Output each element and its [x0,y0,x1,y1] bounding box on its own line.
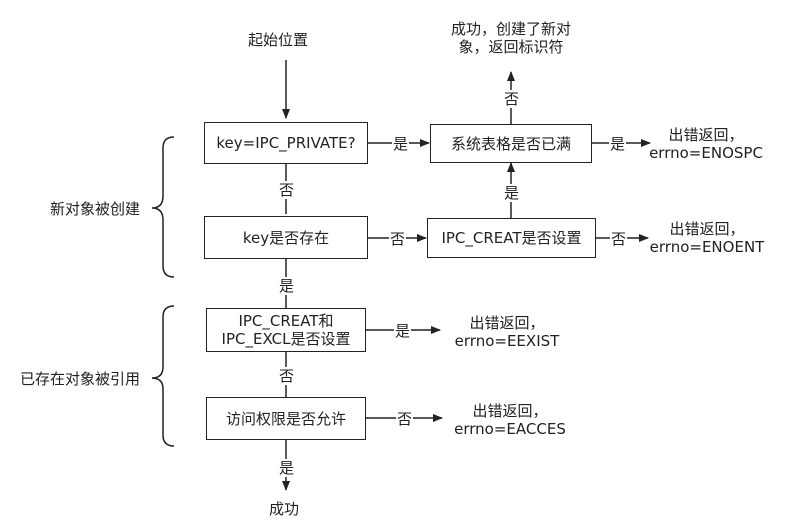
result-enoent-line2: errno=ENOENT [649,238,765,256]
box-ipc-creat-text: IPC_CREAT是否设置 [441,229,582,247]
result-enospc: 出错返回， errno=ENOSPC [646,126,766,162]
result-enoent-line1: 出错返回， [669,220,745,238]
result-enospc-line2: errno=ENOSPC [649,144,763,162]
result-created: 成功，创建了新对 象，返回标识符 [432,20,590,56]
edge-label-key-private-no: 否 [278,181,296,199]
edge-label-key-exists-yes: 是 [278,277,296,295]
result-eexist: 出错返回， errno=EEXIST [448,314,566,350]
edge-label-ipc-creat-no: 否 [610,230,628,248]
result-eacces-line1: 出错返回， [472,402,548,420]
edge-label-table-full-yes: 是 [609,135,627,153]
edge-label-key-private-yes: 是 [392,135,410,153]
box-ipc-creat: IPC_CREAT是否设置 [427,218,596,258]
box-access: 访问权限是否允许 [206,397,366,440]
brace-reference [151,305,175,447]
start-label: 起始位置 [248,31,309,49]
edge-label-key-exists-no: 否 [389,230,407,248]
box-table-full-text: 系统表格是否已满 [450,134,571,153]
brace-label-create: 新对象被创建 [50,200,141,218]
box-table-full: 系统表格是否已满 [430,124,592,163]
end-label: 成功 [269,500,300,518]
result-eexist-line1: 出错返回， [469,314,545,332]
result-eacces: 出错返回， errno=EACCES [449,402,571,438]
result-enoent: 出错返回， errno=ENOENT [645,220,769,256]
box-key-exists: key是否存在 [204,216,368,259]
result-eexist-line2: errno=EEXIST [454,332,560,350]
edge-label-creat-excl-yes: 是 [394,322,412,340]
result-eacces-line2: errno=EACCES [454,420,566,438]
box-key-private-text: key=IPC_PRIVATE? [216,134,356,152]
box-access-text: 访问权限是否允许 [225,409,346,428]
edge-label-access-no: 否 [396,410,414,428]
edge-label-access-yes: 是 [278,459,296,477]
brace-create [151,136,175,278]
edge-label-creat-excl-no: 否 [278,367,296,385]
edge-label-ipc-creat-yes: 是 [503,184,521,202]
result-created-line2: 象，返回标识符 [458,38,564,56]
brace-label-reference: 已存在对象被引用 [20,370,141,388]
result-enospc-line1: 出错返回， [668,126,744,144]
box-key-private: key=IPC_PRIVATE? [204,122,368,164]
box-key-exists-text: key是否存在 [242,228,330,247]
box-creat-excl-line2: IPC_EXCL是否设置 [221,330,351,348]
result-created-line1: 成功，创建了新对 [450,20,571,38]
box-creat-excl: IPC_CREAT和 IPC_EXCL是否设置 [206,308,366,352]
box-creat-excl-line1: IPC_CREAT和 [238,312,334,330]
edge-label-table-full-no: 否 [503,90,521,108]
